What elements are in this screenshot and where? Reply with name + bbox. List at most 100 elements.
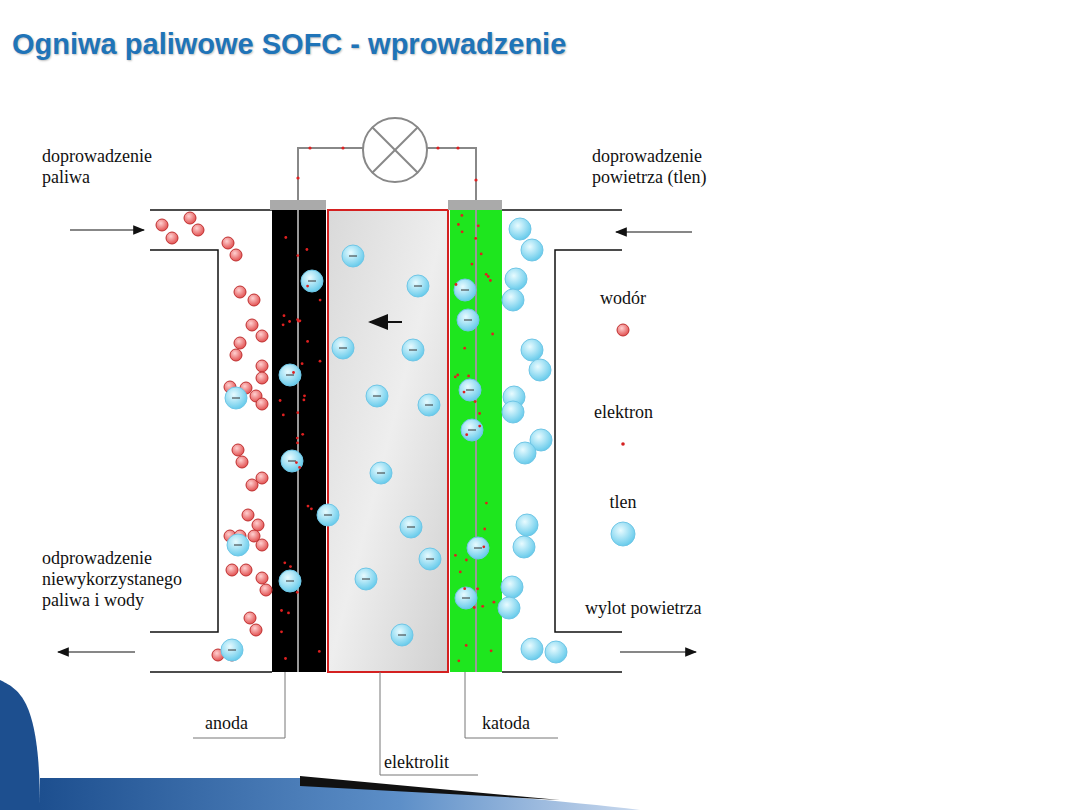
charge-mark — [362, 579, 370, 580]
charge-mark — [468, 430, 476, 431]
electron — [456, 374, 459, 377]
part-label: anoda — [205, 713, 248, 734]
hydrogen-atom — [246, 319, 258, 331]
electron — [461, 230, 464, 233]
inlet-label: doprowadzenie powietrza (tlen) — [592, 146, 752, 188]
cathode-layer — [450, 210, 502, 672]
electron — [341, 146, 344, 149]
hydrogen-atom — [256, 360, 268, 372]
electron — [296, 411, 299, 414]
hydrogen-atom — [260, 584, 272, 596]
charge-mark — [464, 320, 472, 321]
oxide-ion — [317, 504, 339, 526]
electron — [461, 214, 464, 217]
electron — [481, 605, 484, 608]
oxygen-molecule — [498, 597, 520, 619]
hydrogen-atom — [252, 519, 264, 531]
oxygen-molecule — [521, 339, 543, 361]
oxide-ion — [355, 568, 377, 590]
legend-text: elektron — [594, 402, 653, 423]
electron — [301, 362, 304, 365]
electron — [282, 323, 285, 326]
hydrogen-atom — [166, 232, 178, 244]
charge-mark — [426, 559, 434, 560]
electron — [454, 376, 457, 379]
oxide-ion — [407, 275, 429, 297]
oxide-ion — [225, 387, 247, 409]
charge-mark — [286, 581, 294, 582]
electron — [483, 528, 486, 531]
oxide-ion — [221, 639, 243, 661]
electron — [292, 371, 295, 374]
anode-collector — [297, 210, 299, 672]
electron — [485, 502, 488, 505]
anode-layer — [272, 210, 326, 672]
oxide-ion — [419, 548, 441, 570]
charge-mark — [474, 548, 482, 549]
electron — [473, 606, 476, 609]
electron — [279, 399, 282, 402]
oxygen-sample — [611, 522, 635, 546]
oxide-ion — [281, 450, 303, 472]
electron — [454, 554, 457, 557]
electron — [474, 400, 477, 403]
electron — [457, 223, 460, 226]
electron — [478, 412, 481, 415]
hydrogen-atom — [242, 509, 254, 521]
electron — [308, 146, 311, 149]
hydrogen-atom — [234, 337, 246, 349]
charge-mark — [461, 290, 469, 291]
electron — [282, 414, 285, 417]
charge-mark — [286, 375, 294, 376]
oxide-ion — [279, 570, 301, 592]
legend-item: tlen — [608, 492, 638, 549]
oxide-ion — [418, 394, 440, 416]
outlet-label: wylot powietrza — [585, 598, 701, 619]
hydrogen-atom — [156, 219, 168, 231]
charge-mark — [234, 545, 242, 546]
electron — [319, 360, 322, 363]
charge-mark — [349, 256, 357, 257]
oxygen-molecule — [545, 641, 567, 663]
charge-mark — [308, 281, 316, 282]
electron — [474, 237, 477, 240]
charge-mark — [373, 396, 381, 397]
charge-mark — [377, 473, 385, 474]
electron — [457, 659, 460, 662]
electron — [306, 248, 309, 251]
oxide-ion — [402, 339, 424, 361]
electron — [491, 333, 494, 336]
legend-sample — [608, 315, 638, 345]
hydrogen-atom — [250, 624, 262, 636]
oxygen-molecule — [529, 359, 551, 381]
electron — [465, 644, 468, 647]
oxide-ion — [400, 516, 422, 538]
legend-item: wodór — [600, 288, 646, 345]
electron — [490, 649, 493, 652]
charge-mark — [228, 650, 236, 651]
electron — [287, 612, 290, 615]
charge-mark — [398, 635, 406, 636]
legend-text: tlen — [608, 492, 638, 513]
ion-direction-arrow — [370, 321, 402, 323]
oxide-ion — [342, 245, 364, 267]
hydrogen-atom — [192, 224, 204, 236]
part-label: elektrolit — [384, 752, 449, 773]
hydrogen-atom — [230, 349, 242, 361]
oxide-ion — [332, 337, 354, 359]
hydrogen-atom — [230, 249, 242, 261]
electron — [480, 253, 483, 256]
electron — [289, 565, 292, 568]
oxide-ion — [454, 279, 476, 301]
legend-text: wodór — [600, 288, 646, 309]
hydrogen-atom — [184, 212, 196, 224]
oxide-ion — [459, 379, 481, 401]
electron — [487, 275, 490, 278]
electron — [296, 437, 299, 440]
hydrogen-atom — [244, 612, 256, 624]
outlet-label: odprowadzenie niewykorzystanego paliwa i… — [42, 548, 222, 611]
charge-mark — [288, 461, 296, 462]
electron — [489, 279, 492, 282]
hydrogen-atom — [256, 539, 268, 551]
